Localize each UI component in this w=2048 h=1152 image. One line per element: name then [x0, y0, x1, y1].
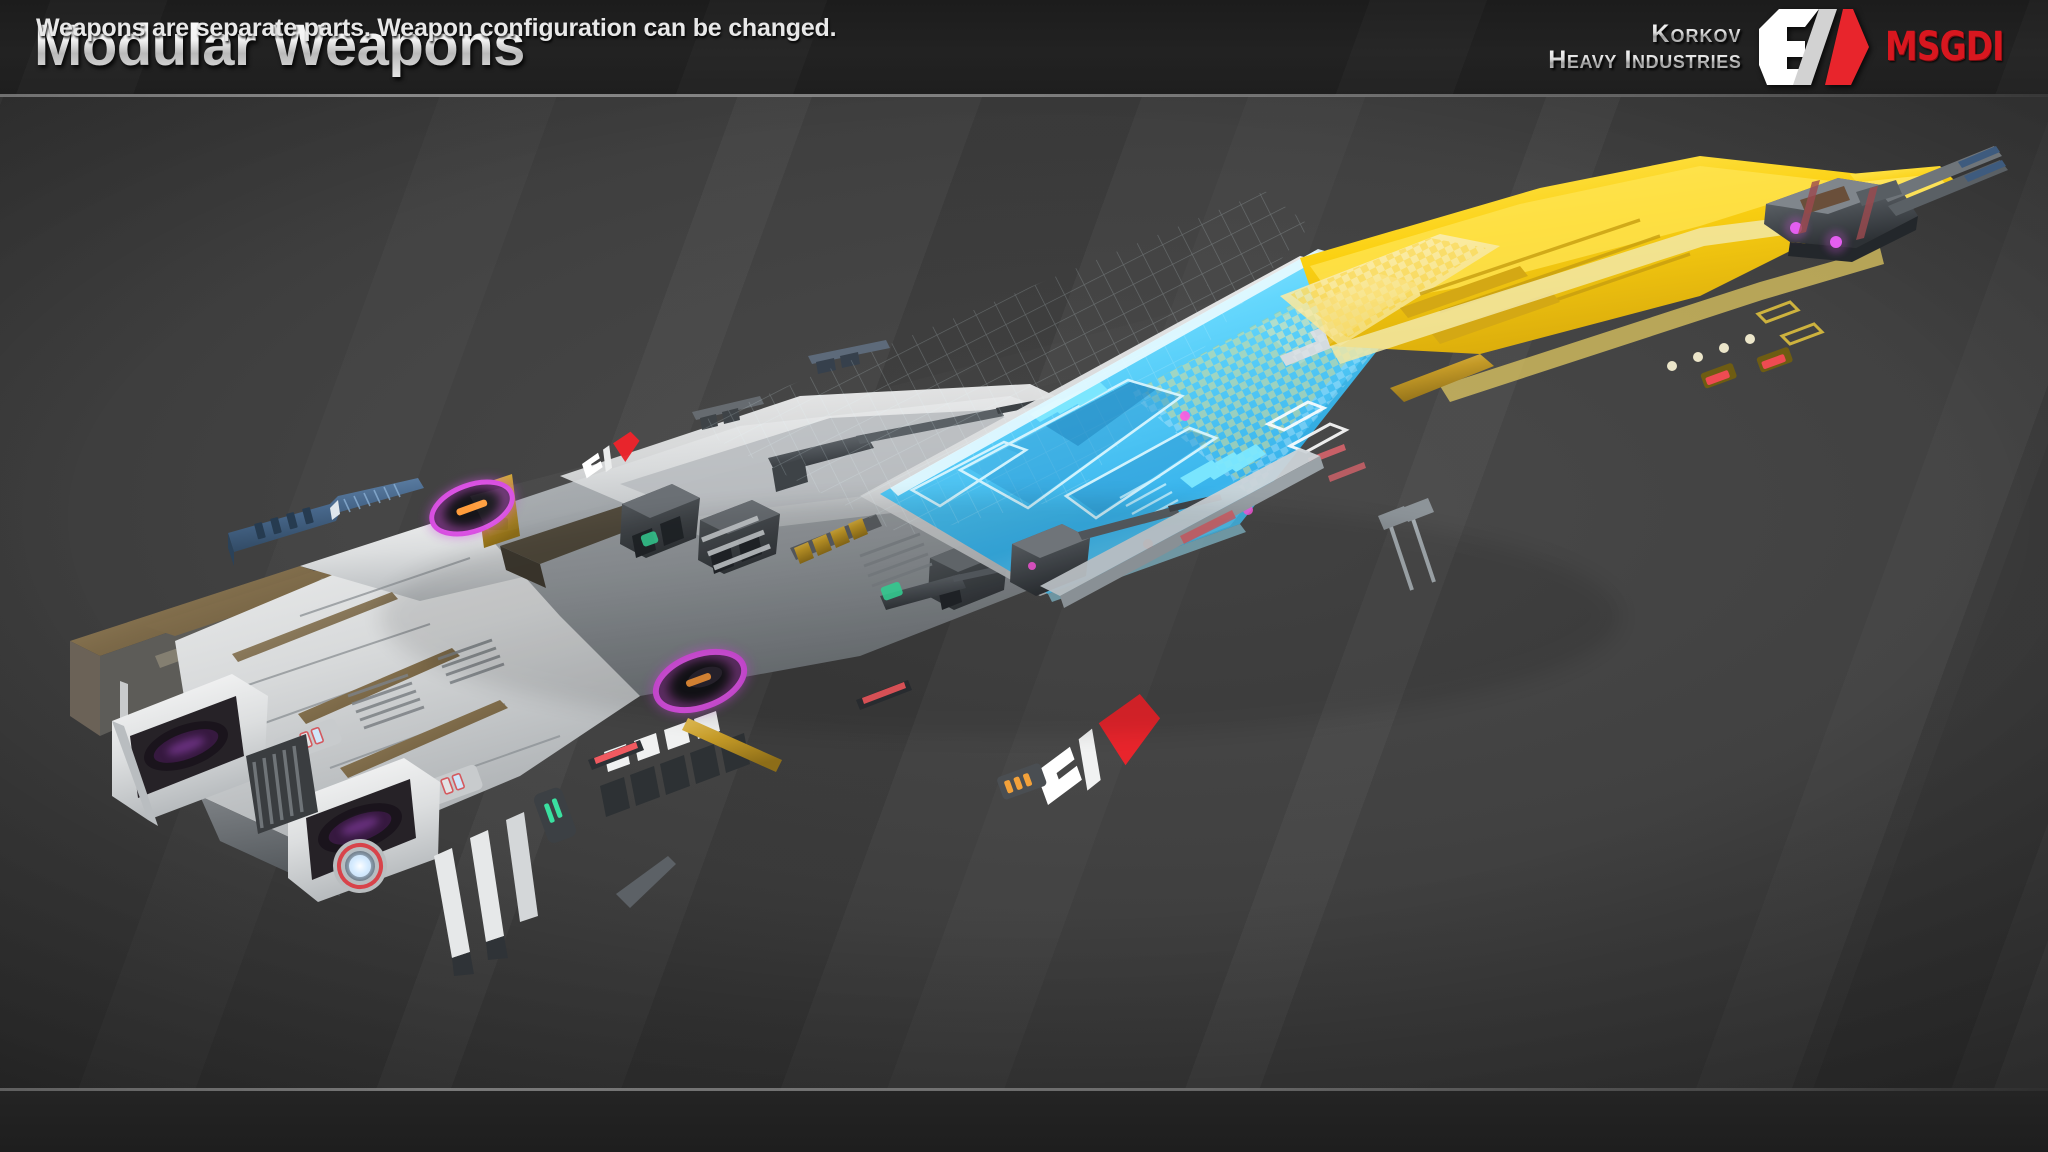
- header-stripes: [0, 0, 2048, 96]
- slide-caption: Weapons are separate parts. Weapon confi…: [36, 14, 837, 42]
- bow-hatch-outlines: [1755, 300, 1825, 346]
- korkov-chevron-logo-icon: [1759, 9, 1870, 85]
- bow-inlay-strips: [1400, 266, 1560, 344]
- header-bar: [0, 0, 2048, 96]
- cooling-grille: [246, 734, 318, 834]
- hull-contact-shadow: [380, 496, 1620, 736]
- bow-marker-dots: [1667, 334, 1755, 371]
- footer-bar: [0, 1090, 2048, 1152]
- header-divider: [0, 94, 2048, 97]
- turret-red-stripes: [1798, 180, 1878, 240]
- ventral-antenna: [616, 856, 676, 908]
- gold-rail: [682, 718, 782, 772]
- orange-indicator-strip: [997, 763, 1047, 800]
- footer-divider: [0, 1088, 2048, 1091]
- circular-sensor-light: [333, 839, 387, 893]
- stern-black-louvres: [600, 711, 750, 817]
- bow-red-lights: [1700, 347, 1793, 389]
- radiator-fin-array: [228, 478, 424, 566]
- studio-wordmark: MSGDI: [1885, 24, 2004, 70]
- brand-name: Korkov Heavy Industries: [1548, 20, 1742, 74]
- brand-block: Korkov Heavy Industries MSGDI: [1548, 0, 2030, 94]
- green-status-light: [533, 787, 577, 843]
- hull-specular-sheen: [470, 246, 1450, 536]
- engine-exhaust-pod-port: [112, 674, 268, 826]
- page-title: Modular Weapons: [34, 13, 525, 78]
- brand-line-1: Korkov: [1548, 20, 1741, 48]
- turret-barrels: [1880, 146, 2008, 216]
- ventral-fins: [434, 812, 538, 976]
- brand-line-2: Heavy Industries: [1548, 46, 1742, 74]
- engine-exhaust-pod-center: [288, 758, 440, 902]
- bow-turret: [1764, 146, 2008, 262]
- ship-artwork-stage: [0, 96, 2048, 1090]
- holo-chevron-markers: [1030, 382, 1266, 488]
- modular-warship-render: [70, 146, 2008, 976]
